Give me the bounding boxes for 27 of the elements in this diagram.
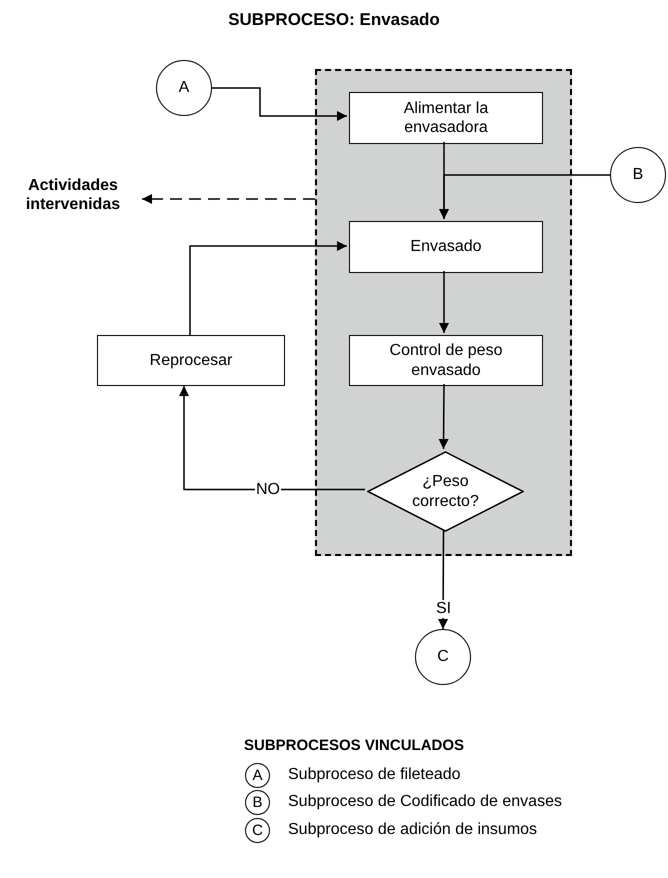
diagram-title: SUBPROCESO: Envasado [227,10,441,30]
arrow [212,87,347,121]
process-box: Reprocesar [97,335,285,386]
section-heading: SUBPROCESOS VINCULADOS [243,738,466,754]
decision-text: ¿Peso correcto? [411,472,480,511]
dashed-arrow [142,194,315,204]
arrow [439,271,449,333]
arrow [438,384,449,449]
connector-circle: A [156,60,212,116]
legend-circle: C [245,818,270,843]
legend-circle: A [245,763,270,788]
arrow [439,142,449,219]
process-box: Envasado [349,221,543,273]
note-text: Actividades intervenidas [24,176,122,214]
process-box: Control de peso envasado [349,335,543,386]
legend-text: Subproceso de fileteado [288,766,461,784]
legend-circle: B [245,790,270,815]
arrow [179,386,365,490]
legend-text: Subproceso de adición de insumos [288,821,538,839]
connector-circle: C [415,629,471,685]
legend-text: Subproceso de Codificado de envases [288,793,562,811]
process-region [315,69,572,556]
arrow [438,530,448,629]
arrow [189,241,347,335]
edge-label: SI [435,600,452,618]
connector-circle: B [610,147,666,203]
process-box: Alimentar la envasadora [349,92,543,144]
